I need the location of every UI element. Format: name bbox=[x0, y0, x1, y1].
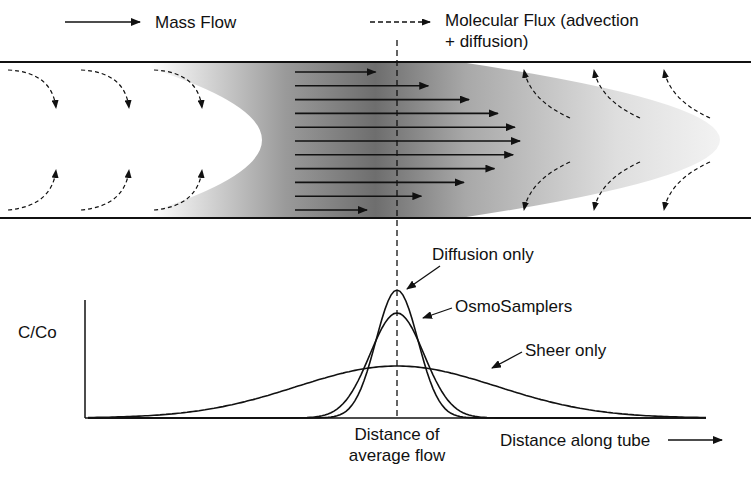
curve-label: Sheer only bbox=[525, 340, 606, 361]
legend-solid-arrow bbox=[65, 21, 140, 23]
molecular-flux-arrows bbox=[8, 70, 710, 210]
flux-arrow bbox=[8, 70, 56, 108]
flux-arrow bbox=[524, 70, 570, 118]
mass-flow-arrow bbox=[295, 85, 428, 87]
flux-arrow bbox=[664, 70, 710, 118]
leader-arrow bbox=[492, 352, 522, 368]
mass-flow-arrow bbox=[295, 71, 376, 73]
legend-dashed-arrow bbox=[370, 21, 430, 22]
flux-arrow bbox=[594, 162, 640, 210]
mass-flow-arrow bbox=[295, 126, 515, 128]
mass-flow-arrow bbox=[295, 182, 464, 184]
flux-arrow bbox=[8, 170, 56, 210]
concentration-curve bbox=[88, 290, 706, 418]
flux-arrow bbox=[154, 170, 202, 210]
flux-arrow bbox=[664, 162, 710, 210]
legend-text: Molecular Flux (advection + diffusion) bbox=[445, 10, 641, 53]
axis-direction-arrow bbox=[668, 439, 722, 441]
mass-flow-arrow bbox=[295, 99, 469, 101]
concentration-curves bbox=[88, 290, 706, 418]
mass-flow-arrow bbox=[295, 209, 367, 211]
leader-arrow bbox=[407, 266, 440, 289]
concentration-curve bbox=[88, 313, 706, 418]
mass-flow-arrow bbox=[295, 154, 513, 156]
curve-label: Diffusion only bbox=[432, 244, 534, 265]
mass-flow-arrow bbox=[295, 168, 494, 170]
flux-arrow bbox=[154, 70, 202, 108]
axis-label: Distance of average flow bbox=[322, 424, 472, 467]
tube-wall bbox=[0, 217, 751, 219]
mass-flow-arrow bbox=[295, 140, 520, 142]
axis-label: C/Co bbox=[18, 322, 57, 343]
curve-label: OsmoSamplers bbox=[455, 296, 572, 317]
flux-arrow bbox=[81, 70, 129, 108]
flux-arrow bbox=[524, 162, 570, 210]
mass-flow-arrows bbox=[295, 72, 520, 210]
y-axis bbox=[84, 300, 86, 418]
mass-flow-arrow bbox=[295, 195, 421, 197]
axis-label: Distance along tube bbox=[500, 430, 660, 451]
average-flow-line bbox=[396, 40, 397, 420]
flux-arrow bbox=[594, 70, 640, 118]
concentration-curve bbox=[88, 366, 706, 418]
concentration-plume bbox=[130, 62, 720, 218]
legend-text: Mass Flow bbox=[155, 12, 236, 33]
leader-arrow bbox=[423, 308, 452, 318]
flux-arrow bbox=[81, 170, 129, 210]
tube-wall bbox=[0, 61, 751, 63]
